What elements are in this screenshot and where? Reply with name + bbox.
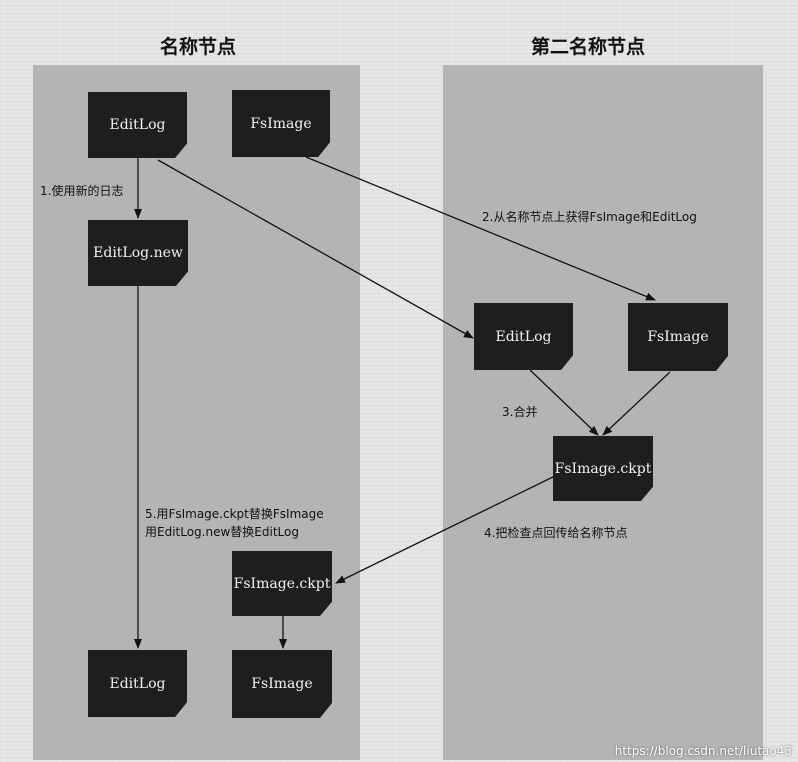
fsimage-final-doc: FsImage [232,650,332,718]
arrow-ckpt-back-to-namenode [335,474,558,584]
step5-label-line2: 用EditLog.new替换EditLog [145,525,299,539]
arrow-editlog-copy-to-ckpt [529,369,599,436]
arrow-editlog-to-secondary [157,159,474,339]
step5-label-line1: 5.用FsImage.ckpt替换FsImage [145,507,324,521]
step2-label: 2.从名称节点上获得FsImage和EditLog [482,210,697,224]
secondary-namenode-panel [443,65,763,760]
editlog-doc: EditLog [88,92,187,158]
namenode-panel [33,65,360,760]
step3-label: 3.合并 [502,405,538,419]
step4-label: 4.把检查点回传给名称节点 [484,526,628,540]
namenode-fsimage-ckpt-doc: FsImage.ckpt [232,551,332,616]
step1-label: 1.使用新的日志 [40,184,124,198]
editlog-new-doc: EditLog.new [88,220,188,286]
watermark: https://blog.csdn.net/liutao43 [614,744,792,758]
secondary-namenode-title: 第二名称节点 [531,36,646,58]
arrow-fsimage-copy-to-ckpt [602,371,671,436]
fsimage-doc: FsImage [232,90,330,157]
secondary-editlog-doc: EditLog [474,303,573,370]
secondary-fsimage-ckpt-doc: FsImage.ckpt [553,436,653,501]
namenode-title: 名称节点 [160,36,237,58]
secondary-fsimage-doc: FsImage [628,303,728,371]
arrow-fsimage-to-secondary [305,156,656,301]
editlog-final-doc: EditLog [88,650,187,717]
